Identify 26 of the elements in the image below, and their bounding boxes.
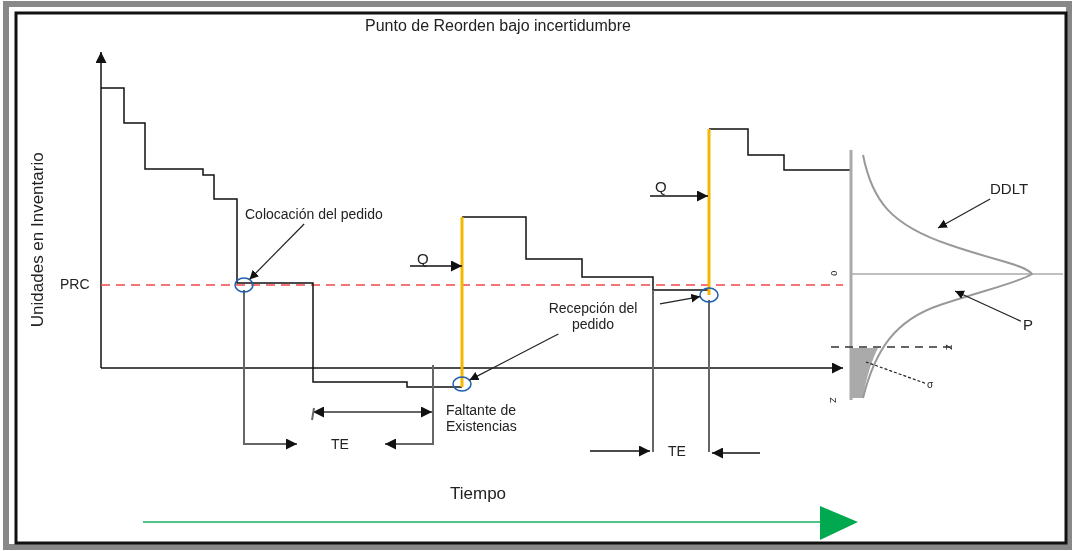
axis-title: Unidades en Inventario: [27, 152, 47, 328]
leader-arrow: [248, 223, 305, 281]
leader-arrow: [659, 293, 701, 305]
dimension-label: TE: [331, 436, 349, 453]
symbol-label: σ: [927, 379, 934, 391]
quantity-label: Q: [417, 250, 429, 268]
axis-title: Tiempo: [450, 484, 507, 504]
leader-arrow: [468, 333, 559, 381]
leader-line: [865, 361, 926, 384]
axis-label: PRC: [60, 276, 90, 293]
callout-label: Recepción del pedido: [528, 300, 658, 333]
quantity-label: Q: [655, 178, 667, 196]
curve-label: DDLT: [990, 180, 1029, 198]
annotation-text: Faltante de Existencias: [446, 402, 518, 435]
leader-arrow: [937, 198, 991, 229]
callout-label: Colocación del pedido: [245, 206, 383, 223]
leader-arrow: [954, 290, 1022, 322]
symbol-label: 0: [827, 270, 839, 276]
receipt-point-marker: [699, 287, 719, 303]
dimension-label: TE: [668, 443, 686, 460]
stockout-point-marker: [452, 376, 472, 392]
symbol-label: Z: [943, 344, 954, 350]
symbol-label: Z: [827, 397, 838, 403]
chart-title: Punto de Reorden bajo incertidumbre: [365, 17, 631, 36]
curve-label: P: [1023, 316, 1033, 334]
order-point-marker: [234, 277, 254, 293]
